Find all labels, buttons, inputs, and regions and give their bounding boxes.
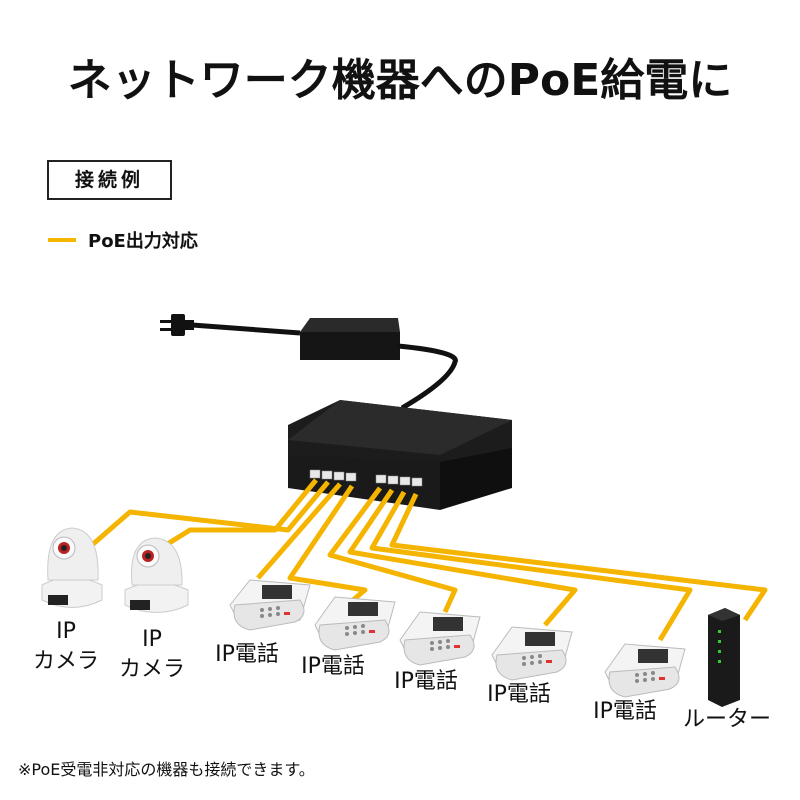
- device-label-camera-2: IP カメラ: [118, 627, 185, 682]
- device-label-camera-1: IP カメラ: [32, 619, 99, 674]
- device-label-phone-5: IP電話: [593, 699, 657, 724]
- power-plug-icon: [160, 314, 194, 336]
- legend-line-swatch: [48, 238, 76, 242]
- device-label-router: ルーター: [682, 707, 771, 732]
- page-title: ネットワーク機器へのPoE給電に: [67, 55, 733, 106]
- device-label-phone-4: IP電話: [487, 682, 551, 707]
- power-cord: [191, 322, 301, 336]
- router-icon: [708, 608, 740, 707]
- device-label-phone-2: IP電話: [301, 654, 365, 679]
- legend: PoE出力対応: [48, 227, 198, 253]
- poe-cables: [90, 478, 768, 642]
- ip-phone-icon: [604, 643, 686, 698]
- ip-camera-icon: [41, 527, 103, 608]
- ip-phone-icon: [314, 596, 396, 651]
- power-adapter: [300, 318, 400, 360]
- device-label-phone-3: IP電話: [394, 669, 458, 694]
- device-label-phone-1: IP電話: [215, 642, 279, 667]
- ip-phone-icon: [491, 626, 573, 681]
- footnote: ※PoE受電非対応の機器も接続できます。: [18, 760, 315, 779]
- ip-phone-icon: [399, 611, 481, 666]
- section-badge: 接続例: [47, 160, 172, 200]
- adapter-cable: [397, 343, 458, 411]
- ip-phone-icon: [229, 579, 311, 631]
- ip-camera-icon: [124, 537, 189, 613]
- poe-switch: [288, 400, 512, 510]
- legend-label: PoE出力対応: [88, 231, 198, 252]
